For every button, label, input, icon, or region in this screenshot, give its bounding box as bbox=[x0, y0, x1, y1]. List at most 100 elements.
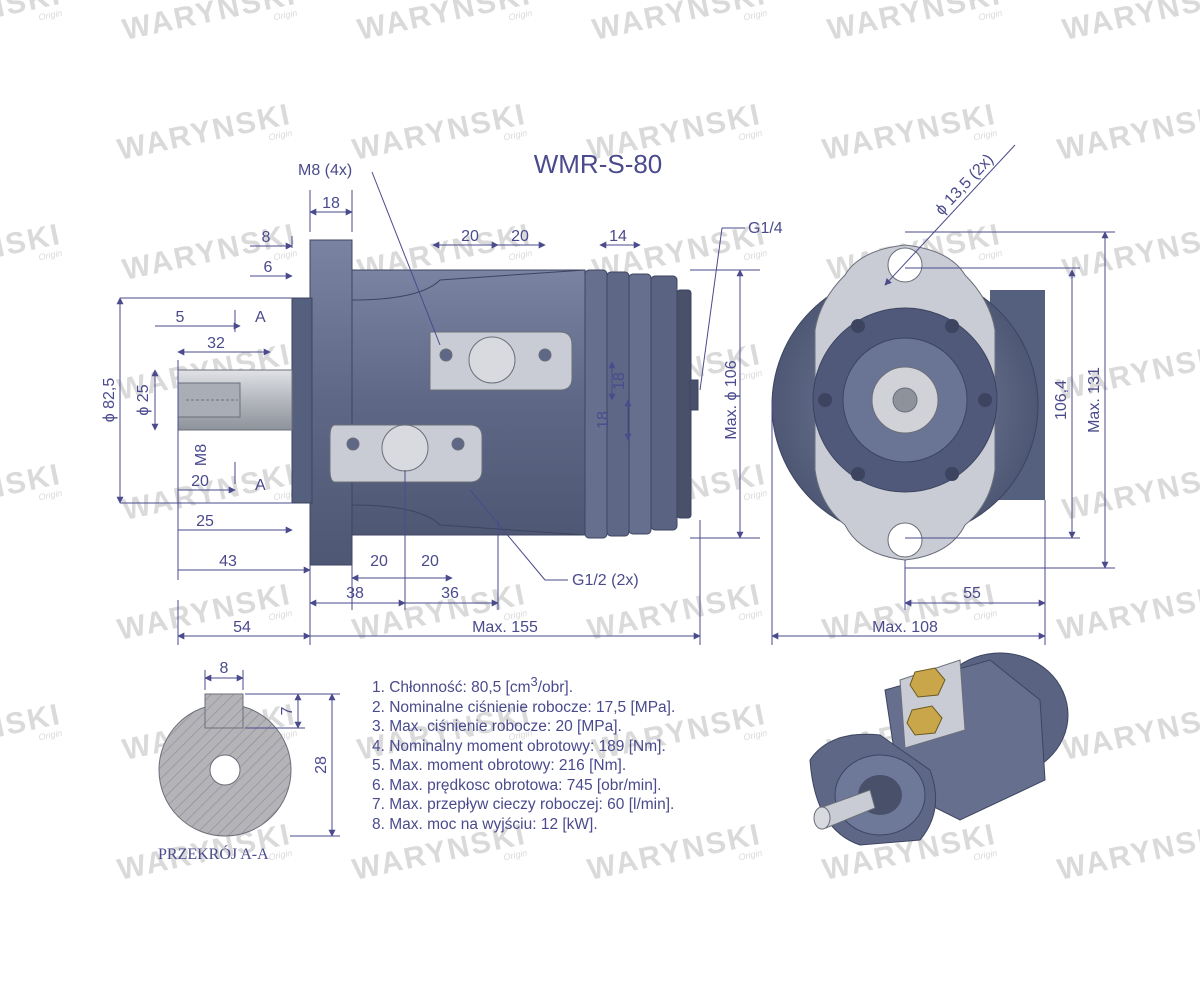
watermark-subtext: Origin bbox=[738, 368, 764, 383]
spec-item-2: 2. Nominalne ciśnienie robocze: 17,5 [MP… bbox=[372, 698, 676, 716]
dim-20-bottom-a: 20 bbox=[370, 553, 388, 570]
dim-25: 25 bbox=[196, 513, 214, 530]
watermark-subtext: Origin bbox=[973, 128, 999, 143]
dim-20-top-a: 20 bbox=[461, 228, 479, 245]
watermark-subtext: Origin bbox=[978, 8, 1004, 23]
watermark-text: WARYNSKI bbox=[825, 0, 1005, 47]
watermark-subtext: Origin bbox=[738, 848, 764, 863]
watermark-subtext: Origin bbox=[738, 128, 764, 143]
dim-phi-25: ϕ 25 bbox=[135, 384, 152, 415]
motor-side-view bbox=[177, 239, 699, 566]
watermark-subtext: Origin bbox=[268, 128, 294, 143]
watermark-subtext: Origin bbox=[508, 248, 534, 263]
dim-32: 32 bbox=[207, 335, 225, 352]
section-caption: PRZEKRÓJ A-A bbox=[158, 846, 269, 863]
watermark-text: WARYNSKI bbox=[1055, 818, 1200, 887]
watermark-text: WARYNSKI bbox=[1060, 0, 1200, 47]
dim-8-top: 8 bbox=[262, 229, 271, 246]
dim-max-155: Max. 155 bbox=[472, 619, 538, 636]
dim-14: 14 bbox=[609, 228, 627, 245]
watermark-subtext: Origin bbox=[38, 488, 64, 503]
dim-43: 43 bbox=[219, 553, 237, 570]
watermark-subtext: Origin bbox=[268, 848, 294, 863]
watermark-subtext: Origin bbox=[508, 8, 534, 23]
watermark-text: WARYNSKI bbox=[590, 0, 770, 47]
dim-6: 6 bbox=[264, 259, 273, 276]
watermark-subtext: Origin bbox=[503, 608, 529, 623]
dim-max-131: Max. 131 bbox=[1086, 367, 1103, 433]
watermark-subtext: Origin bbox=[273, 248, 299, 263]
watermark-subtext: Origin bbox=[973, 848, 999, 863]
watermark-subtext: Origin bbox=[273, 8, 299, 23]
spec-item-7: 7. Max. przepływ cieczy roboczej: 60 [l/… bbox=[372, 796, 675, 814]
dim-55: 55 bbox=[963, 585, 981, 602]
watermark-text: WARYNSKI bbox=[355, 0, 535, 47]
watermark-subtext: Origin bbox=[738, 608, 764, 623]
dim-18-upper: 18 bbox=[611, 372, 628, 390]
section-mark-a-top: A bbox=[255, 309, 266, 326]
dim-5: 5 bbox=[176, 309, 185, 326]
dim-max-phi-106: Max. ϕ 106 bbox=[723, 360, 740, 439]
watermark-subtext: Origin bbox=[268, 608, 294, 623]
watermark-text: WARYNSKI bbox=[1055, 338, 1200, 407]
spec-list: 1. Chłonność: 80,5 [cm3/obr]. 2. Nominal… bbox=[372, 672, 675, 834]
watermark-subtext: Origin bbox=[503, 848, 529, 863]
watermark-subtext: Origin bbox=[38, 728, 64, 743]
watermark-text: WARYNSKI bbox=[1060, 218, 1200, 287]
dim-18-lower: 18 bbox=[595, 411, 612, 429]
watermark-subtext: Origin bbox=[508, 728, 534, 743]
watermark-subtext: Origin bbox=[743, 248, 769, 263]
front-dimension-lines bbox=[771, 144, 1115, 645]
spec-item-8: 8. Max. moc na wyjściu: 12 [kW]. bbox=[372, 815, 598, 833]
section-dim-8: 8 bbox=[220, 660, 229, 677]
motor-3d-render bbox=[809, 652, 1069, 846]
watermark-subtext: Origin bbox=[743, 8, 769, 23]
dim-38: 38 bbox=[346, 585, 364, 602]
label-phi-13-5-2x: ϕ 13,5 (2x) bbox=[932, 151, 997, 219]
watermark-subtext: Origin bbox=[973, 608, 999, 623]
dim-18-top: 18 bbox=[322, 195, 340, 212]
section-dim-28: 28 bbox=[313, 756, 330, 774]
watermark-text: WARYNSKI bbox=[1060, 698, 1200, 767]
watermark-subtext: Origin bbox=[38, 8, 64, 23]
watermark-text: WARYNSKI bbox=[1055, 98, 1200, 167]
watermark-subtext: Origin bbox=[978, 248, 1004, 263]
section-a-a bbox=[158, 693, 292, 837]
watermark-text: WARYNSKI bbox=[1060, 458, 1200, 527]
label-g1-2-2x: G1/2 (2x) bbox=[572, 572, 639, 589]
motor-front-view bbox=[771, 244, 1045, 561]
section-dimension-lines bbox=[204, 670, 340, 837]
spec-item-3: 3. Max. ciśnienie robocze: 20 [MPa]. bbox=[372, 718, 622, 736]
dim-20-top-b: 20 bbox=[511, 228, 529, 245]
watermark-text: WARYNSKI bbox=[0, 0, 64, 47]
watermark-subtext: Origin bbox=[38, 248, 64, 263]
drawing-title: WMR-S-80 bbox=[534, 149, 663, 179]
spec-item-6: 6. Max. prędkosc obrotowa: 745 [obr/min]… bbox=[372, 776, 662, 794]
watermark-text: WARYNSKI bbox=[120, 0, 300, 47]
spec-item-4: 4. Nominalny moment obrotowy: 189 [Nm]. bbox=[372, 737, 666, 755]
watermark-subtext: Origin bbox=[743, 728, 769, 743]
spec-item-5: 5. Max. moment obrotowy: 216 [Nm]. bbox=[372, 757, 627, 775]
dim-106-4: 106,4 bbox=[1053, 380, 1070, 420]
side-dimension-lines bbox=[116, 171, 760, 645]
label-g1-4: G1/4 bbox=[748, 220, 783, 237]
dim-36: 36 bbox=[441, 585, 459, 602]
